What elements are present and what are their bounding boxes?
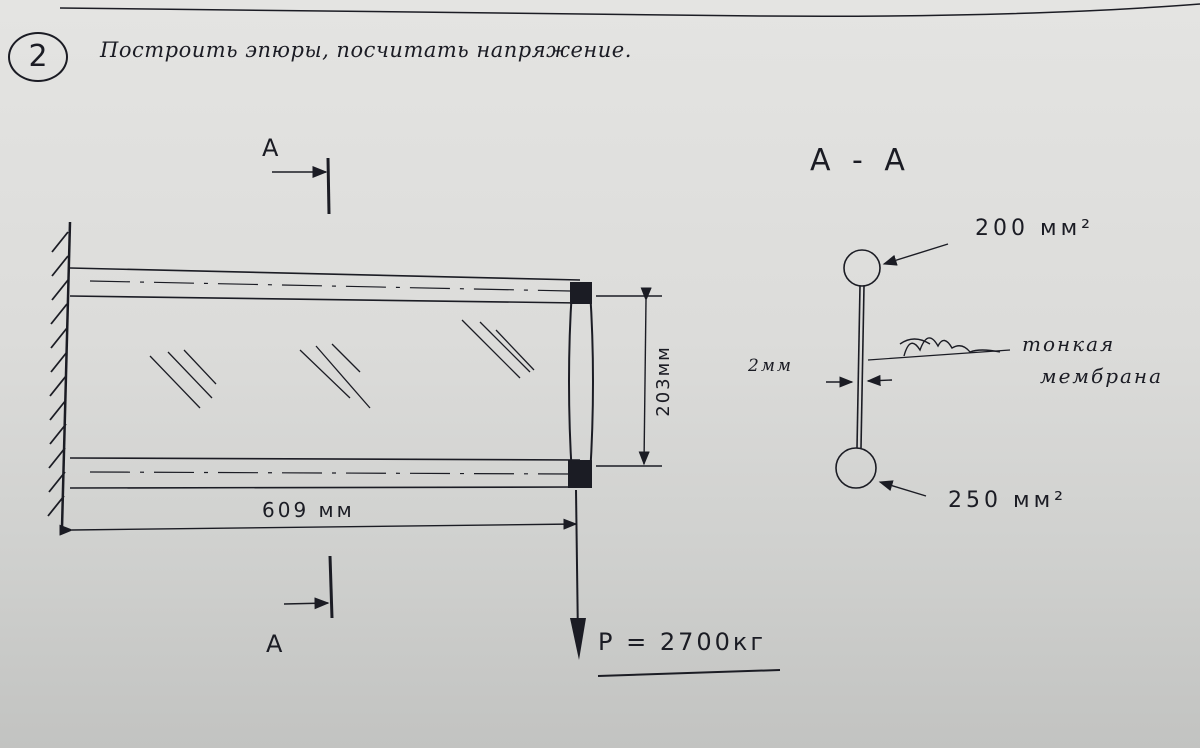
load-arrow: [570, 489, 586, 660]
section-mark-bottom: A: [266, 630, 283, 658]
bottom-area-label: 250 мм²: [948, 488, 1067, 513]
section-cut-top: [272, 157, 331, 215]
length-dimension: [59, 518, 578, 536]
section-cut-bottom: [283, 555, 334, 619]
fixed-wall: [47, 221, 72, 529]
end-stiffener: [568, 282, 594, 488]
load-label: P = 2700кг: [598, 628, 767, 656]
section-title: A - A: [810, 143, 911, 178]
top-flange: [69, 267, 581, 304]
length-label: 609 мм: [262, 498, 355, 522]
membrane-label-line2: мембрана: [1040, 364, 1164, 388]
web-hatching: [149, 319, 535, 409]
scribble-mark: [899, 337, 1001, 357]
cross-section-drawing: [826, 243, 1011, 497]
membrane-label-line1: тонкая: [1022, 332, 1116, 356]
bottom-flange: [69, 457, 581, 489]
section-mark-top: A: [262, 134, 279, 162]
top-area-label: 200 мм²: [975, 216, 1094, 241]
web-thickness-label: 2мм: [748, 356, 794, 376]
load-underline: [597, 669, 781, 677]
height-dimension: [596, 287, 662, 467]
task-text: Построить эпюры, посчитать напряжение.: [100, 38, 632, 62]
task-number-circle: 2: [8, 32, 68, 82]
height-label: 203мм: [652, 345, 674, 417]
paper-top-edge: [59, 3, 1200, 17]
